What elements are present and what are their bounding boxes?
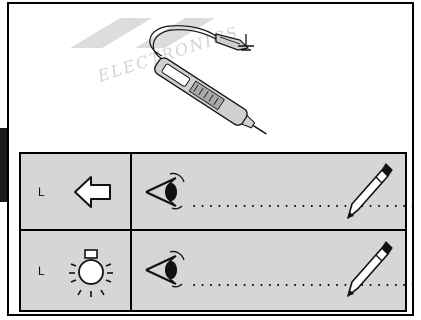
row-1-pen-icon bbox=[347, 163, 393, 219]
side-tab bbox=[0, 128, 8, 202]
row-1-eye-icon bbox=[145, 172, 185, 210]
table-row-divider bbox=[19, 229, 407, 231]
table-column-divider bbox=[130, 152, 132, 312]
row-2-mode-label: L bbox=[38, 264, 45, 278]
row-1-mode-label: L bbox=[38, 185, 45, 199]
voltage-tester-illustration bbox=[149, 25, 267, 135]
check-table bbox=[19, 152, 407, 312]
light-bulb-icon bbox=[69, 249, 113, 297]
row-2-eye-icon bbox=[145, 250, 185, 288]
row-2-pen-icon bbox=[347, 241, 393, 297]
arrow-left-icon bbox=[74, 176, 111, 208]
